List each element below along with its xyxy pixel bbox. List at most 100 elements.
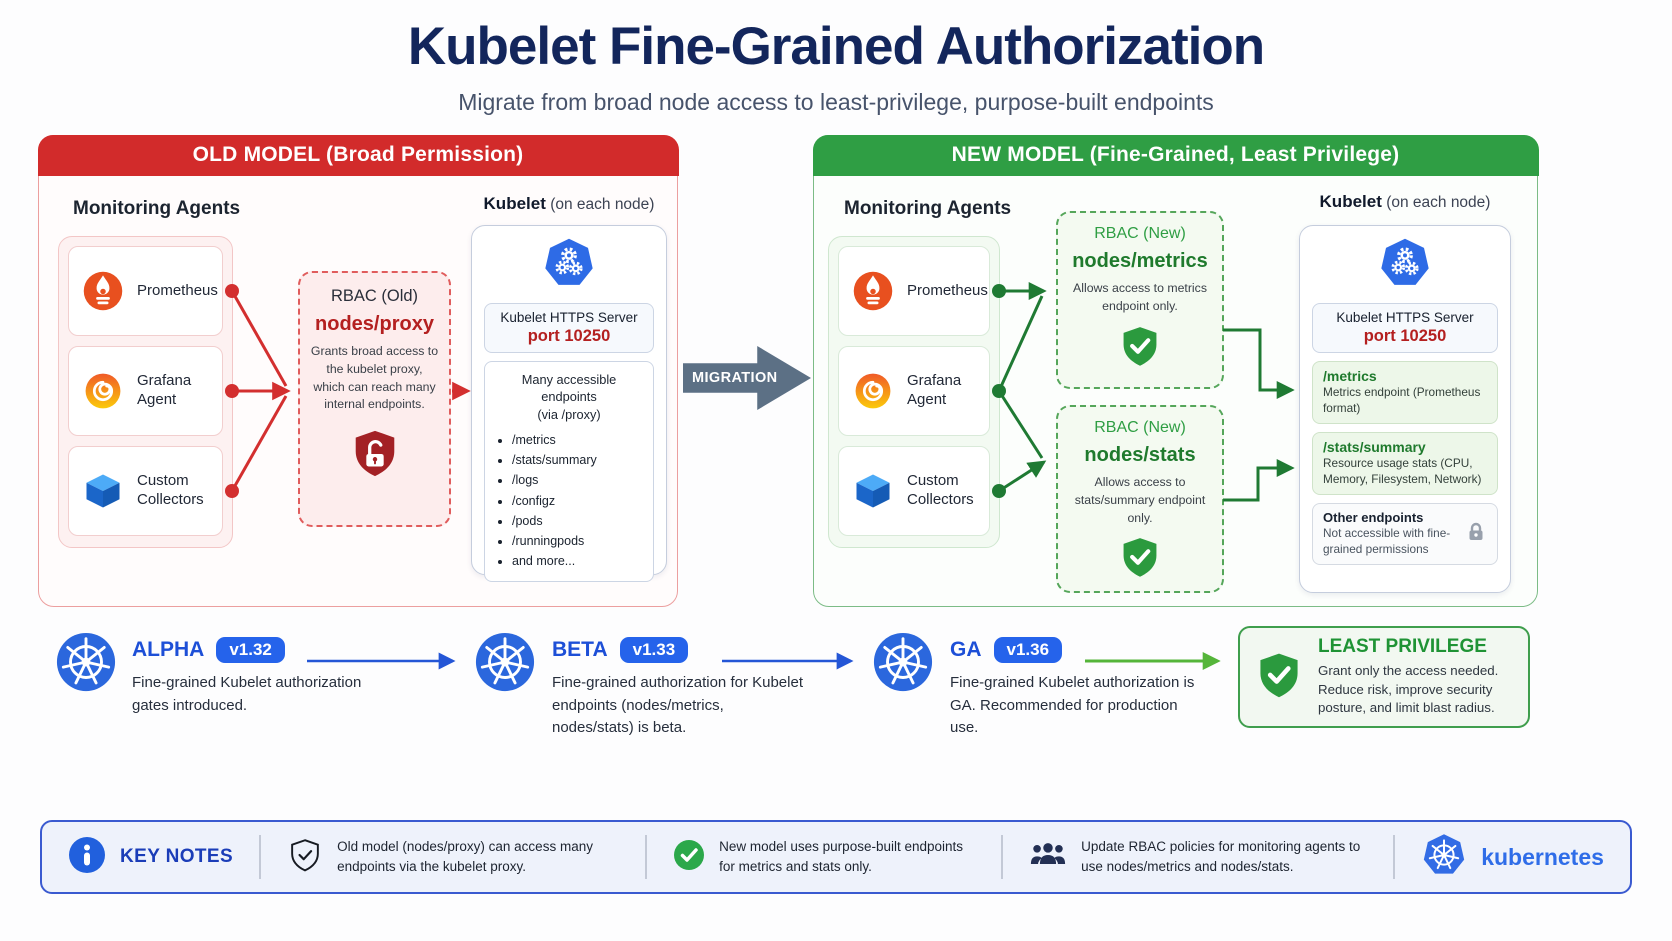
agent-label: Prometheus bbox=[137, 281, 218, 299]
shield-unlocked-icon bbox=[348, 426, 402, 485]
kubelet-title-sub: (on each node) bbox=[1386, 194, 1491, 211]
divider bbox=[259, 835, 261, 879]
stage-label: BETA bbox=[552, 638, 608, 661]
key-notes-heading: KEY NOTES bbox=[68, 836, 233, 879]
agent-card-prometheus: Prometheus bbox=[838, 246, 990, 336]
key-note-text: New model uses purpose-built endpoints f… bbox=[719, 839, 964, 874]
agent-label: Grafana Agent bbox=[137, 372, 192, 408]
new-kubelet-title: Kubelet (on each node) bbox=[1295, 192, 1515, 212]
kubernetes-wheel-icon bbox=[474, 631, 536, 693]
server-label: Kubelet HTTPS Server bbox=[500, 310, 638, 325]
kubernetes-node-icon bbox=[542, 236, 596, 295]
milestone-alpha: ALPHA v1.32 bbox=[132, 637, 285, 663]
endpoint-description: Metrics endpoint (Prometheus format) bbox=[1323, 385, 1481, 415]
rbac-new-resource: nodes/stats bbox=[1084, 444, 1196, 466]
grafana-icon bbox=[851, 369, 895, 413]
version-badge: v1.33 bbox=[619, 637, 689, 663]
rbac-new-metrics-box: RBAC (New) nodes/metrics Allows access t… bbox=[1056, 211, 1224, 389]
prometheus-icon bbox=[851, 269, 895, 313]
cube-icon bbox=[81, 469, 125, 513]
rbac-old-resource: nodes/proxy bbox=[315, 313, 434, 335]
endpoints-subtitle: (via /proxy) bbox=[537, 406, 601, 422]
server-port: port 10250 bbox=[1363, 327, 1447, 345]
divider bbox=[1393, 835, 1395, 879]
rbac-new-resource: nodes/metrics bbox=[1072, 250, 1208, 272]
least-privilege-description: Grant only the access needed. Reduce ris… bbox=[1318, 662, 1499, 716]
stage-label: GA bbox=[950, 638, 982, 661]
grafana-icon bbox=[81, 369, 125, 413]
endpoint-item: /metrics bbox=[512, 430, 643, 450]
new-kubelet-box: Kubelet HTTPS Server port 10250 /metrics… bbox=[1299, 225, 1511, 593]
milestone-beta: BETA v1.33 bbox=[552, 637, 689, 663]
shield-check-icon bbox=[1117, 323, 1163, 374]
key-note-rbac-update: Update RBAC policies for monitoring agen… bbox=[1029, 837, 1367, 876]
kubelet-title-text: Kubelet bbox=[483, 194, 546, 213]
new-kubelet-server-box: Kubelet HTTPS Server port 10250 bbox=[1312, 303, 1498, 353]
new-agents-group: Prometheus Grafana Agent bbox=[828, 236, 1000, 548]
other-endpoints-title: Other endpoints bbox=[1323, 509, 1424, 525]
endpoints-title: Many accessible endpoints bbox=[521, 372, 617, 405]
migration-arrow: MIGRATION bbox=[683, 346, 811, 410]
old-monitoring-agents-title: Monitoring Agents bbox=[73, 198, 241, 219]
kubernetes-wheel-icon bbox=[55, 631, 117, 693]
check-circle-icon bbox=[673, 839, 705, 876]
milestone-description: Fine-grained authorization for Kubelet e… bbox=[552, 674, 803, 736]
old-model-panel: OLD MODEL (Broad Permission) Monitoring … bbox=[37, 134, 679, 607]
agent-card-grafana: Grafana Agent bbox=[838, 346, 990, 436]
endpoint-item: /pods bbox=[512, 511, 643, 531]
version-badge: v1.36 bbox=[993, 637, 1063, 663]
rbac-new-description: Allows access to metrics endpoint only. bbox=[1073, 281, 1207, 313]
key-notes-label: KEY NOTES bbox=[120, 846, 234, 867]
endpoints-list: /metrics /stats/summary /logs /configz /… bbox=[512, 430, 643, 572]
agent-card-custom-collectors: Custom Collectors bbox=[68, 446, 223, 536]
old-kubelet-title: Kubelet (on each node) bbox=[459, 194, 679, 214]
shield-check-outline-icon bbox=[287, 837, 323, 878]
old-endpoints-box: Many accessible endpoints (via /proxy) /… bbox=[484, 361, 654, 582]
rbac-new-title: RBAC (New) bbox=[1094, 225, 1186, 242]
key-note-new-model: New model uses purpose-built endpoints f… bbox=[673, 837, 975, 876]
key-note-text: Old model (nodes/proxy) can access many … bbox=[337, 839, 593, 874]
agent-label: Custom Collectors bbox=[137, 472, 204, 508]
agent-card-custom-collectors: Custom Collectors bbox=[838, 446, 990, 536]
metrics-endpoint-box: /metrics Metrics endpoint (Prometheus fo… bbox=[1312, 361, 1498, 424]
endpoint-item: /stats/summary bbox=[512, 450, 643, 470]
endpoint-description: Resource usage stats (CPU, Memory, Files… bbox=[1323, 455, 1482, 486]
kubernetes-node-icon bbox=[1378, 236, 1432, 295]
old-model-header: OLD MODEL (Broad Permission) bbox=[37, 134, 679, 176]
page-title: Kubelet Fine-Grained Authorization bbox=[407, 17, 1265, 76]
agent-card-prometheus: Prometheus bbox=[68, 246, 223, 336]
agent-card-grafana: Grafana Agent bbox=[68, 346, 223, 436]
kubernetes-wheel-icon bbox=[872, 631, 934, 693]
server-port: port 10250 bbox=[527, 327, 611, 345]
milestone-description: Fine-grained Kubelet authorization gates… bbox=[132, 674, 362, 714]
info-icon bbox=[68, 836, 106, 879]
stats-endpoint-box: /stats/summary Resource usage stats (CPU… bbox=[1312, 431, 1498, 495]
milestone-ga: GA v1.36 bbox=[950, 637, 1063, 663]
endpoint-path: /metrics bbox=[1323, 368, 1377, 384]
old-agents-group: Prometheus Grafana Agent bbox=[58, 236, 233, 548]
server-label: Kubelet HTTPS Server bbox=[1336, 310, 1474, 325]
endpoint-path: /stats/summary bbox=[1323, 438, 1426, 455]
old-kubelet-box: Kubelet HTTPS Server port 10250 Many acc… bbox=[471, 225, 667, 582]
rbac-new-description: Allows access to stats/summary endpoint … bbox=[1074, 475, 1206, 525]
shield-check-icon bbox=[1253, 649, 1305, 706]
stage-label: ALPHA bbox=[132, 638, 205, 661]
rbac-new-title: RBAC (New) bbox=[1094, 419, 1186, 436]
key-note-old-model: Old model (nodes/proxy) can access many … bbox=[287, 837, 619, 878]
rbac-old-box: RBAC (Old) nodes/proxy Grants broad acce… bbox=[298, 271, 451, 527]
kubelet-title-text: Kubelet bbox=[1319, 192, 1382, 211]
kubernetes-wordmark: kubernetes bbox=[1481, 843, 1604, 870]
prometheus-icon bbox=[81, 269, 125, 313]
agent-label: Custom Collectors bbox=[907, 472, 974, 508]
shield-check-icon bbox=[1117, 534, 1163, 585]
rbac-old-title: RBAC (Old) bbox=[330, 287, 419, 305]
endpoint-item: and more... bbox=[512, 551, 643, 571]
other-endpoints-description: Not accessible with fine-grained permiss… bbox=[1323, 525, 1451, 556]
kubernetes-logo-icon bbox=[1421, 832, 1467, 883]
people-icon bbox=[1029, 841, 1067, 873]
key-notes-bar: KEY NOTES Old model (nodes/proxy) can ac… bbox=[40, 820, 1632, 894]
kubernetes-brand: kubernetes bbox=[1421, 832, 1604, 883]
endpoint-item: /runningpods bbox=[512, 531, 643, 551]
milestone-description: Fine-grained Kubelet authorization is GA… bbox=[950, 674, 1195, 736]
